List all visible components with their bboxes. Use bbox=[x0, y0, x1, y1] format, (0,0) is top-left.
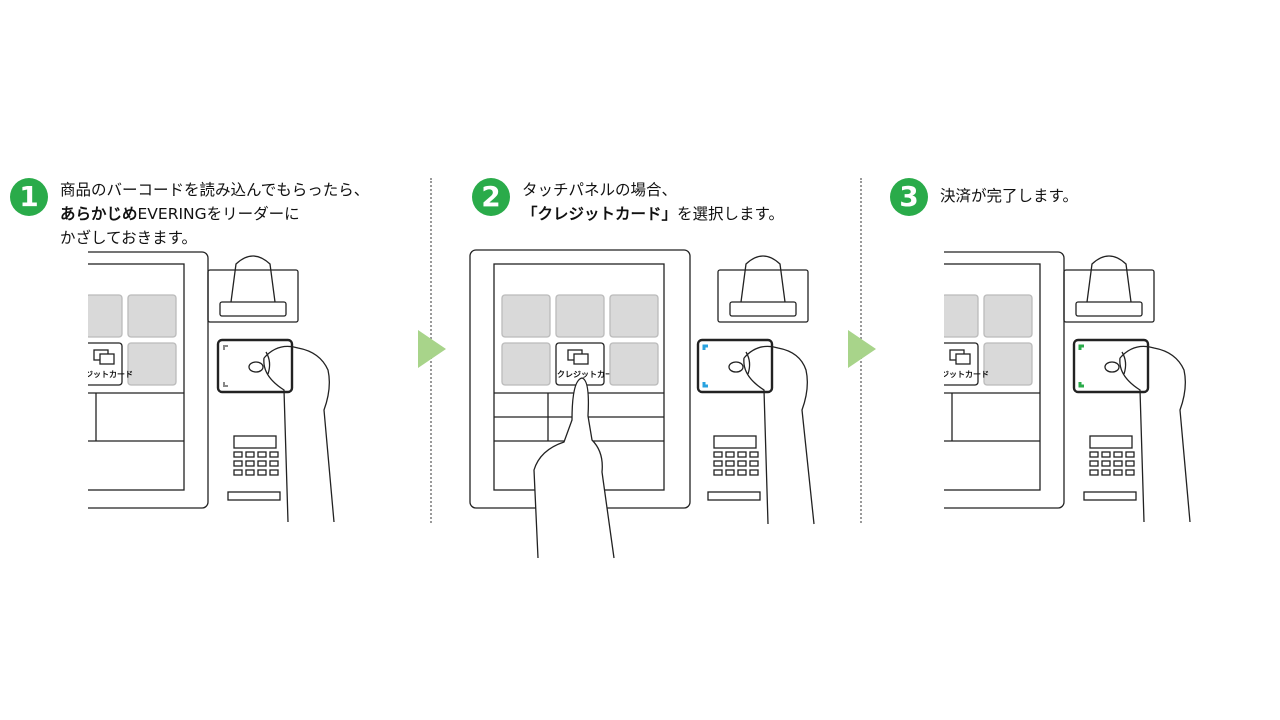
step-3-illustration: ジットカード bbox=[944, 240, 1204, 560]
pinpad-display bbox=[713, 435, 757, 449]
step-1-line-2-rest: EVERINGをリーダーに bbox=[137, 205, 300, 223]
step-1-line-3: かざしておきます。 bbox=[60, 229, 198, 247]
step-1-number-badge: 1 bbox=[10, 178, 48, 216]
screen-tile bbox=[609, 294, 659, 338]
pinpad-keys bbox=[233, 451, 279, 476]
touch-screen bbox=[88, 263, 185, 491]
terminal-body bbox=[88, 251, 209, 509]
step-1-illustration: ジットカード bbox=[88, 240, 348, 560]
arrow-right-icon bbox=[848, 330, 876, 368]
step-2-line-2: 「クレジットカード」を選択します。 bbox=[522, 202, 784, 226]
card-icon bbox=[573, 353, 589, 365]
pinpad-keys bbox=[1089, 451, 1135, 476]
card-icon bbox=[99, 353, 115, 365]
receipt-paper bbox=[1086, 255, 1132, 303]
receipt-slot bbox=[717, 269, 809, 323]
receipt-slot bbox=[207, 269, 299, 323]
step-1-instruction: 商品のバーコードを読み込んでもらったら、 あらかじめEVERINGをリーダーに … bbox=[60, 178, 369, 250]
pointing-hand bbox=[533, 377, 615, 559]
screen-tile bbox=[88, 294, 123, 338]
step-2-instruction: タッチパネルの場合、 「クレジットカード」を選択します。 bbox=[522, 178, 784, 226]
step-2-line-2-rest: を選択します。 bbox=[677, 205, 784, 223]
step-2-number-badge: 2 bbox=[472, 178, 510, 216]
receipt-paper bbox=[230, 255, 276, 303]
pinpad-display bbox=[233, 435, 277, 449]
step-3-line-1: 決済が完了します。 bbox=[940, 187, 1078, 205]
hand-with-device bbox=[1119, 345, 1191, 523]
card-icon bbox=[955, 353, 971, 365]
nfc-symbol bbox=[248, 361, 264, 373]
pinpad-keys bbox=[713, 451, 759, 476]
card-reader bbox=[1072, 338, 1150, 394]
screen-tile bbox=[127, 342, 177, 386]
step-2-line-1: タッチパネルの場合、 bbox=[522, 181, 678, 199]
arrow-right-icon bbox=[418, 330, 446, 368]
step-1-line-2: あらかじめEVERINGをリーダーに bbox=[60, 202, 369, 226]
step-2-illustration: クレジットカード bbox=[468, 240, 828, 560]
step-1-line-2-bold: あらかじめ bbox=[60, 205, 138, 223]
screen-tile bbox=[983, 294, 1033, 338]
screen-tile bbox=[501, 342, 551, 386]
step-3-header: 3 決済が完了します。 bbox=[890, 178, 1078, 216]
screen-tile bbox=[944, 294, 979, 338]
step-3-number-badge: 3 bbox=[890, 178, 928, 216]
receipt-slot bbox=[1063, 269, 1155, 323]
card-reader bbox=[696, 338, 774, 394]
step-1-header: 1 商品のバーコードを読み込んでもらったら、 あらかじめEVERINGをリーダー… bbox=[10, 178, 369, 250]
touch-screen bbox=[944, 263, 1041, 491]
nfc-symbol bbox=[1104, 361, 1120, 373]
step-1-line-1: 商品のバーコードを読み込んでもらったら、 bbox=[60, 181, 370, 199]
screen-tile bbox=[609, 342, 659, 386]
terminal-body bbox=[944, 251, 1065, 509]
step-2-header: 2 タッチパネルの場合、 「クレジットカード」を選択します。 bbox=[472, 178, 784, 226]
pinpad-display bbox=[1089, 435, 1133, 449]
credit-card-button-label: ジットカード bbox=[88, 370, 133, 379]
credit-card-button-label: クレジットカード bbox=[557, 369, 621, 379]
step-3-instruction: 決済が完了します。 bbox=[940, 184, 1078, 208]
screen-tile bbox=[501, 294, 551, 338]
screen-tile bbox=[983, 342, 1033, 386]
screen-tile bbox=[127, 294, 177, 338]
screen-tile bbox=[555, 294, 605, 338]
nfc-symbol bbox=[728, 361, 744, 373]
credit-card-button-label: ジットカード bbox=[944, 370, 989, 379]
hand-with-device bbox=[263, 345, 335, 523]
receipt-paper bbox=[740, 255, 786, 303]
step-2-line-2-bold: 「クレジットカード」 bbox=[522, 205, 678, 223]
hand-with-device bbox=[743, 345, 815, 525]
card-reader bbox=[216, 338, 294, 394]
